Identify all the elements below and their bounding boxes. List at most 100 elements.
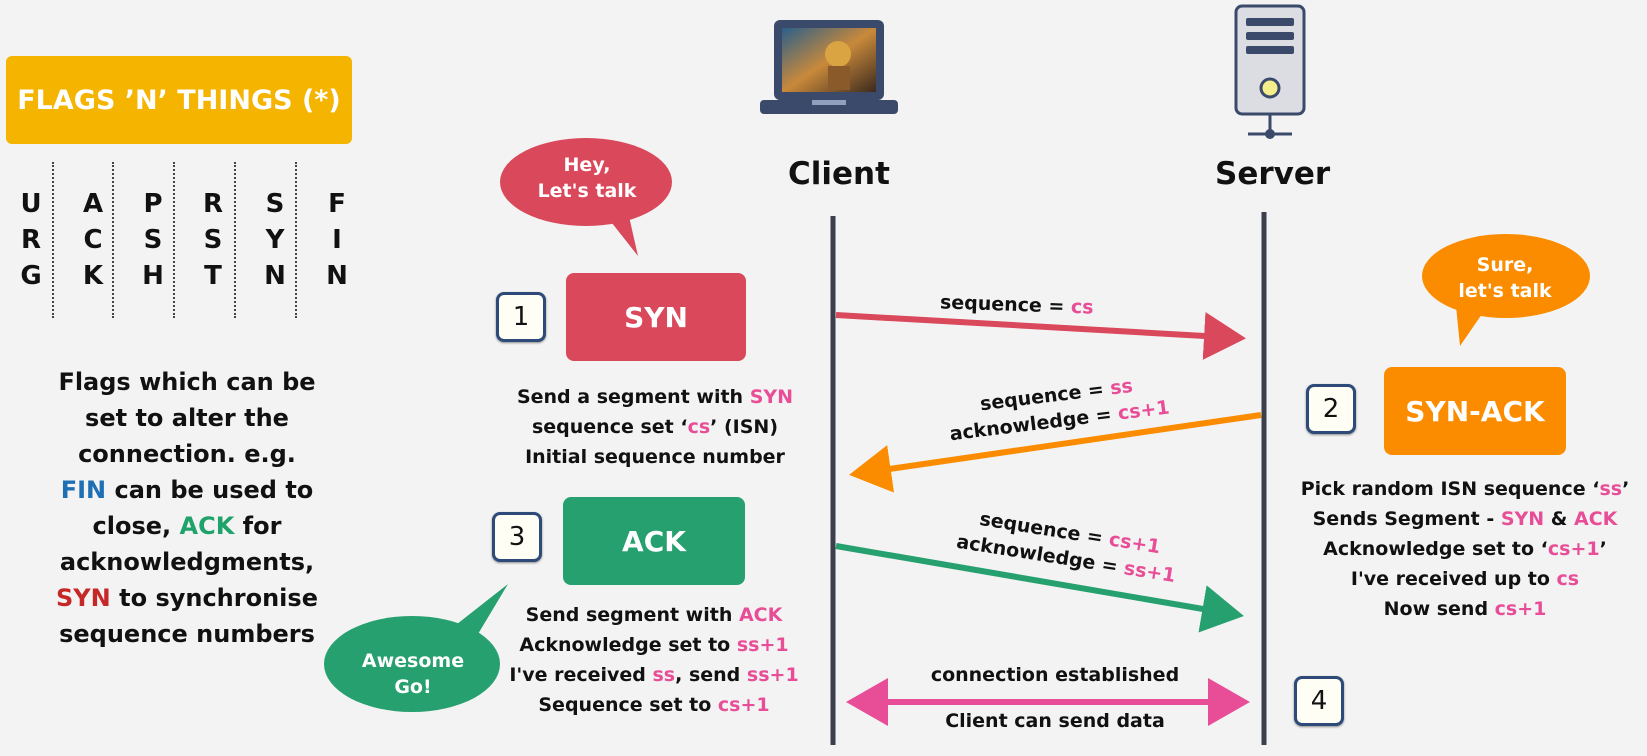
highlight-text: ss xyxy=(652,664,676,686)
syn-arrow xyxy=(835,311,1246,360)
flag-divider xyxy=(112,162,114,318)
description-line: sequence numbers xyxy=(59,620,315,648)
highlight-text: SYN xyxy=(749,386,794,408)
hey-speech-bubble xyxy=(500,138,672,256)
highlight-text: ss xyxy=(1599,478,1623,500)
highlight-text: cs xyxy=(1556,568,1580,590)
flag-letter: P xyxy=(143,189,163,219)
flag-letter: A xyxy=(82,189,104,219)
description-line: Send a segment with SYN xyxy=(470,382,840,412)
plain-text: Now send xyxy=(1383,598,1495,620)
plain-text: Acknowledge set to ‘ xyxy=(1323,538,1548,560)
description-line: Send segment with ACK xyxy=(496,600,812,630)
flag-letter: Y xyxy=(265,225,285,255)
highlight-text: ACK xyxy=(1573,508,1618,530)
flag-letter: G xyxy=(20,261,42,291)
awesome-bubble-text: Awesome Go! xyxy=(338,648,488,700)
flag-letter: S xyxy=(143,225,163,255)
flag-letter: R xyxy=(20,225,42,255)
synack-description: Pick random ISN sequence ‘ss’ Sends Segm… xyxy=(1290,474,1640,624)
plain-text: ’ xyxy=(1622,478,1630,500)
highlight-text: SYN xyxy=(1500,508,1545,530)
flag-letter: F xyxy=(328,189,346,219)
bubble-line: Go! xyxy=(394,676,432,698)
client-header: Client xyxy=(788,156,890,192)
flag-divider xyxy=(173,162,175,318)
highlight-text: cs+1 xyxy=(717,694,770,716)
description-line: Acknowledge set to ‘cs+1’ xyxy=(1290,534,1640,564)
highlight-text: ss+1 xyxy=(736,634,789,656)
ack-arrow xyxy=(835,543,1244,633)
syn-description: Send a segment with SYN sequence set ‘cs… xyxy=(470,382,840,472)
description-line: SYN to synchronise xyxy=(28,580,346,616)
ack-box: ACK xyxy=(563,497,745,585)
plain-text: Sequence set to xyxy=(538,694,718,716)
bubble-line: Let's talk xyxy=(537,180,637,202)
syn-flag-text: SYN xyxy=(56,584,111,612)
established-bottom-label: Client can send data xyxy=(945,710,1165,732)
hey-bubble-text: Hey, Let's talk xyxy=(512,152,662,204)
description-line: Flags which can be xyxy=(58,368,316,396)
description-line: connection. e.g. xyxy=(78,440,296,468)
plain-text: ’ xyxy=(1599,538,1607,560)
flag-letter: R xyxy=(202,189,224,219)
plain-text: I've received xyxy=(509,664,653,686)
highlight-text: cs xyxy=(1070,295,1094,319)
description-text: to synchronise xyxy=(110,584,318,612)
flag-letter: C xyxy=(83,225,103,255)
flags-description: Flags which can be set to alter the conn… xyxy=(28,364,346,652)
description-line: I've received up to cs xyxy=(1290,564,1640,594)
flag-letter: T xyxy=(204,261,222,291)
plain-text: Sends Segment - xyxy=(1312,508,1501,530)
plain-text: I've received up to xyxy=(1350,568,1557,590)
plain-text: Send segment with xyxy=(525,604,739,626)
description-line: close, ACK for xyxy=(28,508,346,544)
flag-letter: N xyxy=(326,261,348,291)
description-line: Sends Segment - SYN & ACK xyxy=(1290,504,1640,534)
description-line: set to alter the xyxy=(85,404,289,432)
plain-text: & xyxy=(1544,508,1574,530)
bubble-line: Hey, xyxy=(563,154,611,176)
highlight-text: ACK xyxy=(738,604,783,626)
description-line: I've received ss, send ss+1 xyxy=(496,660,812,690)
flag-divider xyxy=(234,162,236,318)
bubble-line: Sure, xyxy=(1476,254,1534,276)
description-text: for xyxy=(234,512,282,540)
sure-speech-bubble xyxy=(1422,234,1590,346)
server-tower-icon xyxy=(1234,4,1306,139)
description-line: FIN can be used to xyxy=(28,472,346,508)
step-2-badge: 2 xyxy=(1306,384,1356,434)
step-4-badge: 4 xyxy=(1294,676,1344,726)
highlight-text: ss xyxy=(1108,374,1135,400)
step-3-badge: 3 xyxy=(492,512,542,562)
plain-text: ’ (ISN) xyxy=(710,416,779,438)
highlight-text: cs+1 xyxy=(1547,538,1600,560)
plain-text: Pick random ISN sequence ‘ xyxy=(1300,478,1600,500)
syn-box: SYN xyxy=(566,273,746,361)
flag-letter: S xyxy=(265,189,285,219)
flags-banner: FLAGS ’N’ THINGS (*) xyxy=(6,56,352,144)
flag-letter: H xyxy=(142,261,164,291)
highlight-text: cs xyxy=(687,416,711,438)
plain-text: Acknowledge set to xyxy=(519,634,737,656)
flag-letter: U xyxy=(20,189,42,219)
highlight-text: cs+1 xyxy=(1494,598,1547,620)
description-line: Pick random ISN sequence ‘ss’ xyxy=(1290,474,1640,504)
description-line: Initial sequence number xyxy=(525,446,785,468)
flag-divider xyxy=(52,162,54,318)
plain-text: sequence = xyxy=(939,291,1072,318)
synack-arrow xyxy=(849,412,1262,493)
plain-text: sequence set ‘ xyxy=(531,416,688,438)
flag-letter: N xyxy=(264,261,286,291)
flag-divider xyxy=(295,162,297,318)
bubble-line: let's talk xyxy=(1458,280,1552,302)
plain-text: , send xyxy=(675,664,747,686)
highlight-text: cs+1 xyxy=(1116,396,1171,425)
